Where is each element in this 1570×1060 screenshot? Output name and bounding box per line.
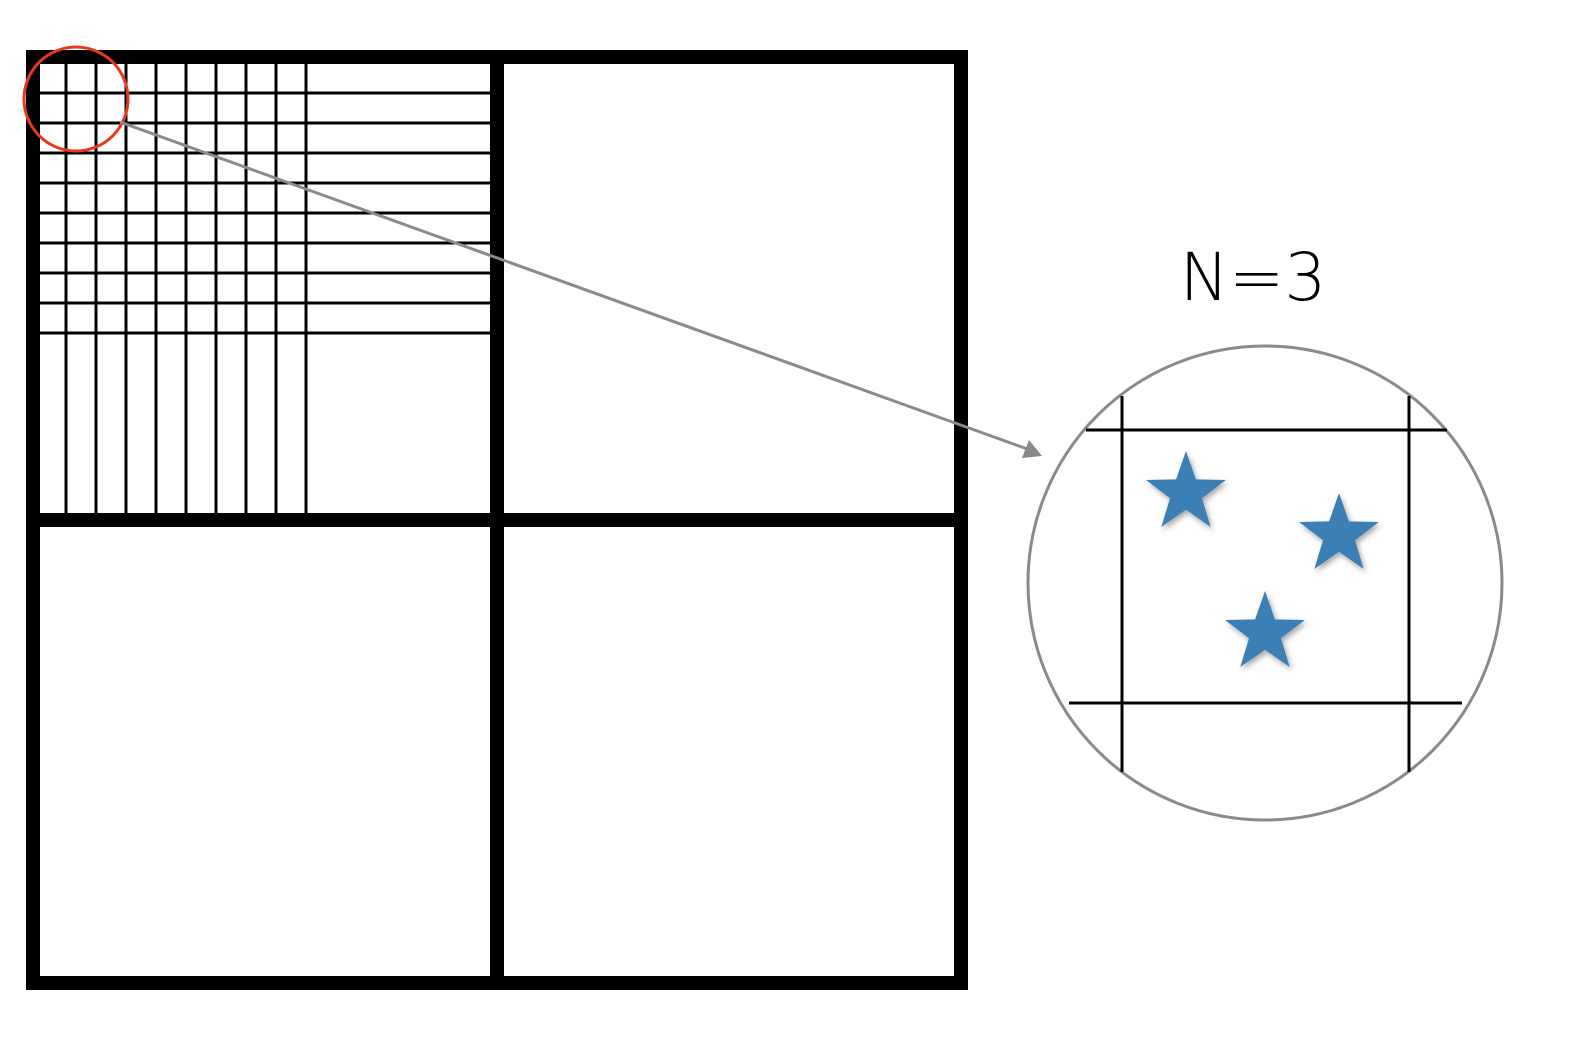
star-icon xyxy=(1299,493,1379,569)
refined-quadrant-grid xyxy=(36,64,492,516)
zoom-arrow xyxy=(119,120,1042,458)
zoom-arrow-line xyxy=(119,120,1031,452)
highlight-circle xyxy=(22,45,130,153)
zoomed-cell-grid xyxy=(1069,396,1462,772)
points-in-cell xyxy=(1146,451,1379,667)
point-count-label: N=3 xyxy=(1180,239,1327,316)
star-icon xyxy=(1146,451,1226,527)
star-icon xyxy=(1225,591,1305,667)
top-level-grid xyxy=(26,50,968,990)
zoom-circle xyxy=(1026,344,1504,822)
zoom-arrow-head xyxy=(1022,440,1042,458)
